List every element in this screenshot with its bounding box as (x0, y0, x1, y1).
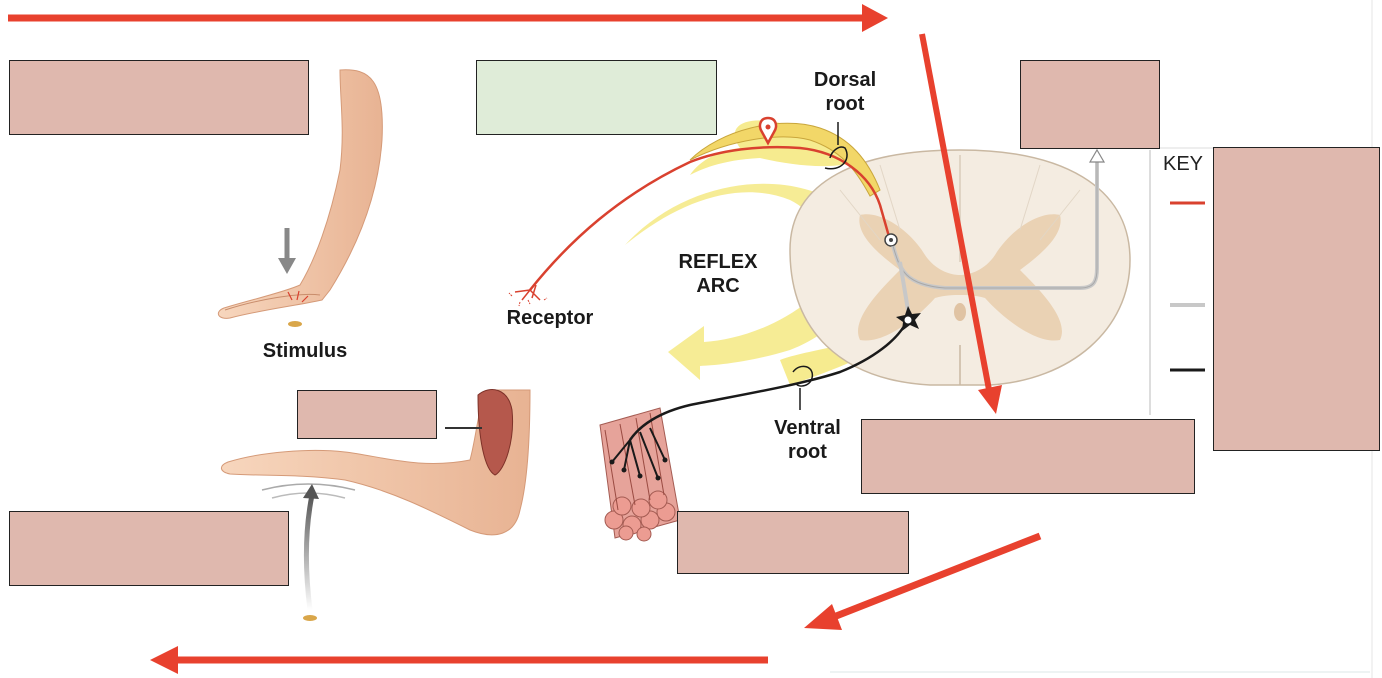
answer-box-3[interactable] (1020, 60, 1160, 149)
bottom-flow-arrow (150, 646, 768, 674)
ventral-root-label: Ventral root (774, 417, 841, 463)
answer-box-5[interactable] (861, 419, 1195, 494)
answer-box-6[interactable] (9, 511, 289, 586)
dorsal-root-pointer (824, 122, 848, 170)
key-title: KEY (1163, 153, 1204, 175)
spinal-cord-section (789, 149, 1131, 386)
answer-box-key[interactable] (1213, 147, 1380, 451)
stimulus-label: Stimulus (262, 340, 348, 362)
diagonal-flow-arrow (919, 33, 1002, 414)
top-flow-arrow (8, 4, 888, 32)
reflex-arc-label: REFLEX ARC (678, 251, 758, 297)
lower-arm-illustration (221, 389, 531, 621)
receptor-label: Receptor (506, 307, 594, 329)
answer-box-1[interactable] (9, 60, 309, 135)
sensory-neuron (508, 116, 898, 307)
upper-arm-illustration (217, 69, 383, 327)
interneuron (891, 148, 1106, 311)
answer-box-2[interactable] (476, 60, 717, 135)
dorsal-root-label: Dorsal root (813, 69, 877, 115)
lower-diagonal-flow-arrow (804, 532, 1042, 630)
answer-box-4[interactable] (297, 390, 437, 439)
answer-box-7[interactable] (677, 511, 909, 574)
ventral-root-pointer (792, 365, 814, 410)
motor-neuron (609, 306, 921, 481)
